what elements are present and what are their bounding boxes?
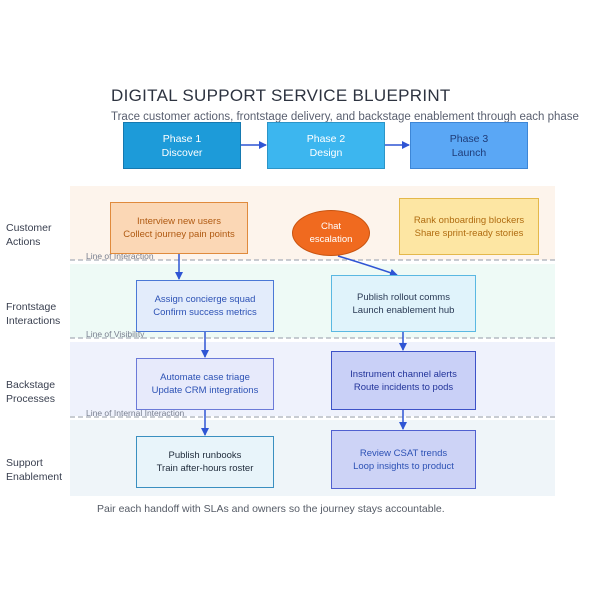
card-line: Instrument channel alerts [350,368,457,380]
lane-label-backstage: Backstage Processes [6,378,55,406]
lane-label-line: Actions [6,236,41,248]
line-of-interaction-label: Line of Interaction [86,251,154,261]
lane-label-frontstage: Frontstage Interactions [6,300,60,328]
card-line: Share sprint-ready stories [414,227,524,239]
card-rank-onboarding-blockers: Rank onboarding blockers Share sprint-re… [399,198,539,255]
lane-label-line: Customer [6,222,52,234]
phase-3-name: Phase 3 [449,132,489,145]
phase-1-box: Phase 1 Discover [123,122,241,169]
card-line: Route incidents to pods [353,381,454,393]
phase-3-label: Launch [451,146,487,159]
card-publish-rollout-comms: Publish rollout comms Launch enablement … [331,275,476,332]
oval-line: Chat [320,221,342,232]
card-instrument-channel-alerts: Instrument channel alerts Route incident… [331,351,476,410]
phase-2-name: Phase 2 [306,132,346,145]
lane-label-customer-actions: Customer Actions [6,221,52,249]
card-review-csat-trends: Review CSAT trends Loop insights to prod… [331,430,476,489]
footer-note: Pair each handoff with SLAs and owners s… [97,503,445,515]
card-line: Train after-hours roster [156,463,254,474]
card-publish-runbooks: Publish runbooks Train after-hours roste… [136,436,274,488]
phase-2-label: Design [309,146,343,159]
card-automate-case-triage: Automate case triage Update CRM integrat… [136,358,274,410]
lane-label-line: Support [6,457,43,469]
lane-label-line: Interactions [6,315,61,327]
phase-1-label: Discover [161,146,203,159]
diagram-subtitle: Trace customer actions, frontstage deliv… [111,111,579,123]
lane-label-support: Support Enablement [6,456,62,484]
line-of-visibility-label: Line of Visibility [86,329,145,339]
diagram-title: DIGITAL SUPPORT SERVICE BLUEPRINT [111,86,451,105]
lane-label-line: Backstage [6,379,56,391]
card-line: Loop insights to product [353,460,454,472]
card-line: Launch enablement hub [352,304,455,316]
phase-1-name: Phase 1 [162,132,202,145]
card-assign-concierge-squad: Assign concierge squad Confirm success m… [136,280,274,332]
card-line: Rank onboarding blockers [413,214,525,226]
card-line: Automate case triage [160,372,250,383]
card-line: Collect journey pain points [123,229,235,240]
card-line: Assign concierge squad [154,294,256,305]
card-interview-new-users: Interview new users Collect journey pain… [110,202,248,254]
card-line: Publish runbooks [168,450,242,461]
lane-label-line: Frontstage [6,301,57,313]
card-line: Update CRM integrations [151,385,259,396]
oval-chat-escalation: Chat escalation [292,210,370,256]
card-line: Publish rollout comms [357,291,450,303]
line-of-internal-interaction-label: Line of Internal Interaction [86,408,185,418]
phase-3-box: Phase 3 Launch [410,122,528,169]
card-line: Interview new users [137,216,221,227]
oval-line: escalation [309,234,353,245]
phase-2-box: Phase 2 Design [267,122,385,169]
card-line: Review CSAT trends [359,447,448,459]
lane-label-line: Processes [6,393,56,405]
card-line: Confirm success metrics [153,307,257,318]
lane-label-line: Enablement [6,471,63,483]
